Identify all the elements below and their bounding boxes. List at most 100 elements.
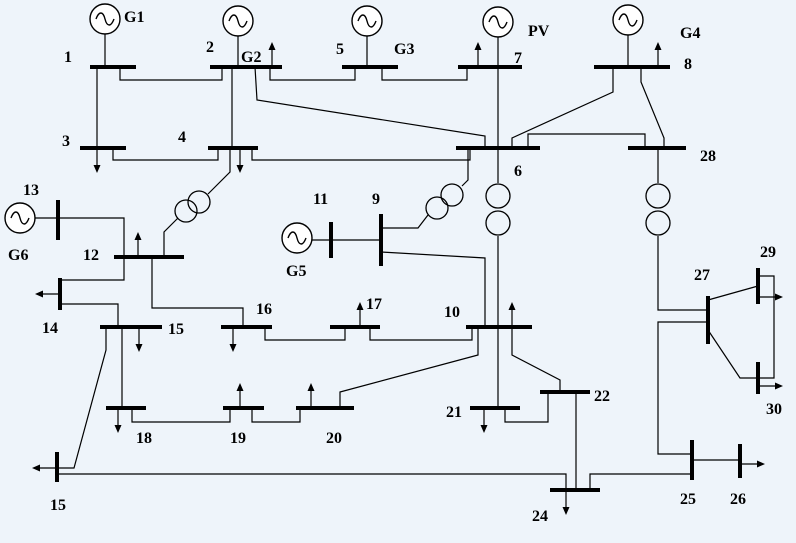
line-12-16 — [151, 257, 244, 327]
load-arrow-bus-10 — [507, 301, 517, 328]
line-2-5 — [269, 67, 356, 81]
bus-label-19: 19 — [230, 430, 246, 447]
load-arrow-bus-8 — [653, 41, 663, 68]
line-12-13 — [58, 217, 125, 257]
generator-icon — [222, 5, 254, 37]
generator-icon — [612, 4, 644, 36]
bus-label-13: 13 — [23, 182, 39, 199]
load-arrow-bus-16 — [228, 326, 238, 353]
bus-label-26: 26 — [730, 491, 746, 508]
bus-label-6: 6 — [514, 163, 522, 180]
line-6-9 — [461, 148, 469, 187]
bus-label-10: 10 — [444, 304, 460, 321]
line-29-30 — [758, 275, 775, 379]
load-arrow-bus-21 — [479, 407, 489, 434]
load-arrow-bus-15 — [134, 326, 144, 353]
line-10-22 — [511, 327, 561, 392]
bus-label-2: 2 — [206, 39, 214, 56]
bus-label-28: 28 — [700, 148, 716, 165]
generator-label-pv: PV — [528, 23, 550, 40]
load-arrow-bus-19 — [235, 382, 245, 409]
generator-icon — [4, 202, 36, 234]
bus-label-29: 29 — [760, 244, 776, 261]
line-16-17 — [264, 327, 346, 341]
generator-label-g3: G3 — [394, 41, 414, 58]
load-arrow-bus-4 — [235, 147, 245, 174]
bus-label-21: 21 — [446, 404, 462, 421]
transformer-6-9 — [425, 183, 464, 220]
line-14-15 — [60, 303, 119, 327]
line-9-10 — [380, 251, 486, 327]
bus-label-1: 1 — [64, 49, 72, 66]
generator-icon — [89, 3, 121, 35]
bus-label-15: 15 — [168, 321, 184, 338]
bus-label-14: 14 — [42, 320, 58, 337]
line-10-20 — [339, 327, 479, 408]
bus-label-11: 11 — [313, 191, 328, 208]
line-4-6 — [251, 148, 471, 161]
line-27-30 — [707, 329, 758, 379]
line-18-19 — [131, 408, 231, 423]
generator-g3 — [351, 5, 383, 67]
bus-label-3: 3 — [62, 133, 70, 150]
bus-label-8: 8 — [684, 56, 692, 73]
generator-g6 — [4, 202, 58, 234]
generator-g4 — [612, 4, 644, 67]
line-21-22 — [504, 392, 549, 423]
generator-icon — [351, 5, 383, 37]
generator-icon — [482, 6, 514, 38]
bus-label-24: 24 — [532, 508, 548, 525]
line-12-14 — [60, 257, 125, 281]
line-2-6 — [254, 66, 486, 148]
load-arrow-bus-18 — [113, 407, 123, 434]
line-6-28 — [527, 133, 646, 148]
bus-label-20: 20 — [326, 430, 342, 447]
generator-g5 — [281, 222, 331, 254]
load-arrow-bus-12 — [133, 231, 143, 258]
load-arrow-bus-7 — [473, 41, 483, 68]
transformer-4-12 — [174, 190, 211, 223]
line-8-6 — [511, 67, 614, 148]
line-19-20 — [251, 408, 301, 423]
line-1-2 — [119, 67, 223, 81]
bus-label-30: 30 — [766, 401, 782, 418]
load-arrow-bus-30 — [757, 381, 784, 391]
load-arrow-bus-26 — [739, 459, 766, 469]
generator-label-g6: G6 — [8, 247, 28, 264]
line-27-29 — [707, 285, 759, 301]
line-24-25 — [589, 473, 692, 490]
line-23-24 — [57, 473, 567, 490]
generator-label-g1: G1 — [124, 9, 144, 26]
bus-label-25: 25 — [680, 491, 696, 508]
generator-g2 — [222, 5, 254, 67]
load-arrow-bus-23 — [31, 463, 58, 473]
generator-label-g5: G5 — [286, 263, 306, 280]
generator-icon — [281, 222, 313, 254]
load-arrow-bus-24 — [561, 489, 571, 516]
bus-label-5: 5 — [336, 41, 344, 58]
generator-label-g2: G2 — [241, 49, 261, 66]
bus-label-27: 27 — [694, 267, 710, 284]
transformer-6-10 — [485, 183, 511, 236]
bus-label-15-lower: 15 — [50, 497, 66, 514]
load-arrow-bus-14 — [34, 289, 61, 299]
line-4-12 — [207, 148, 231, 195]
transformer-28-27 — [645, 183, 671, 236]
transmission-lines — [57, 66, 775, 490]
bus-label-17: 17 — [366, 296, 382, 313]
load-arrow-bus-17 — [355, 301, 365, 328]
generator-pv — [482, 6, 514, 67]
bus-label-12: 12 — [83, 247, 99, 264]
load-arrow-bus-3 — [92, 147, 102, 174]
load-arrow-bus-29 — [757, 292, 784, 302]
bus-label-16: 16 — [256, 301, 272, 318]
bus-label-7: 7 — [514, 50, 522, 67]
bus-label-22: 22 — [594, 388, 610, 405]
bus-label-18: 18 — [136, 430, 152, 447]
generator-labels: G1 G2 G3 PV G4 G5 G6 — [8, 9, 700, 280]
generator-label-g4: G4 — [680, 25, 700, 42]
load-arrow-bus-20 — [306, 382, 316, 409]
bus-label-4: 4 — [178, 129, 186, 146]
line-5-7 — [381, 67, 468, 81]
